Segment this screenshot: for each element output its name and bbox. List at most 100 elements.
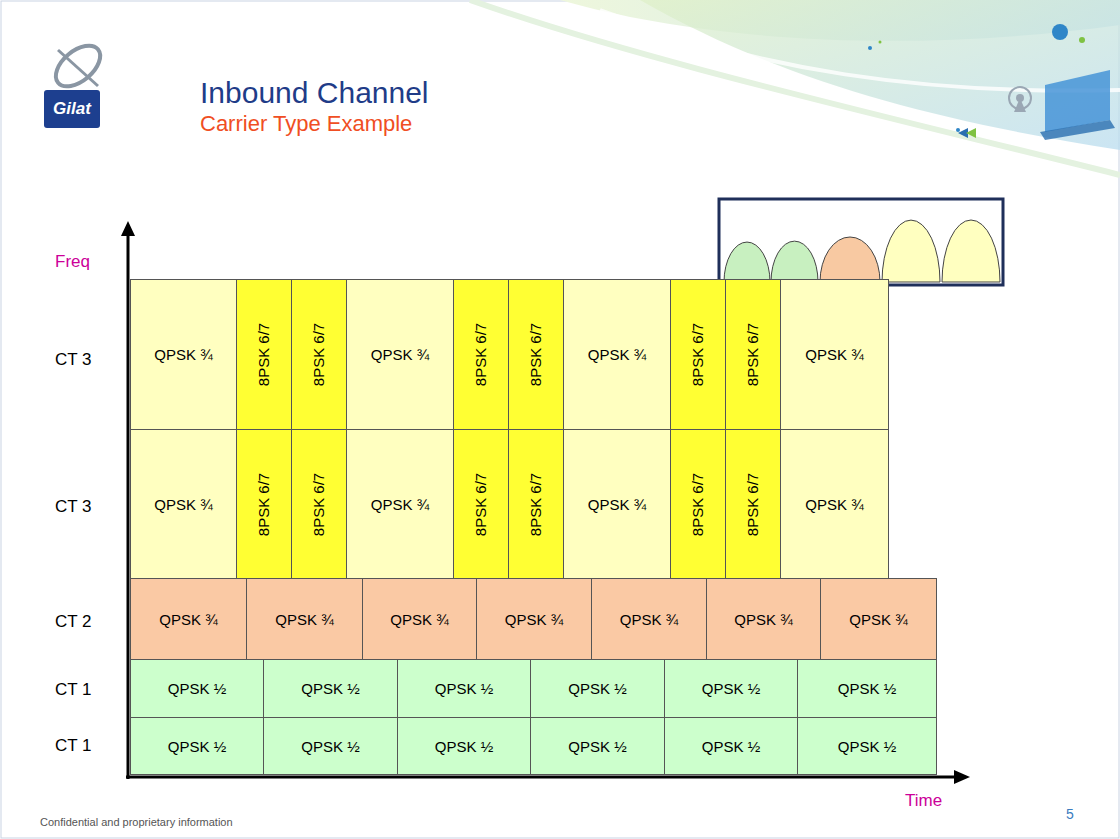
modulation-text: QPSK ¾ [275, 612, 333, 627]
carrier-slot: QPSK ½ [797, 659, 937, 718]
decor-dot [879, 41, 882, 44]
freq-axis-arrow [121, 221, 135, 236]
modulation-text: QPSK ¾ [588, 497, 646, 512]
carrier-slot: QPSK ½ [664, 659, 798, 718]
carrier-slot: QPSK ¾ [130, 429, 237, 579]
modulation-text: 8PSK 6/7 [746, 472, 761, 535]
row-label: CT 1 [55, 681, 92, 700]
carrier-spectrum [771, 241, 818, 282]
logo-ring [48, 38, 107, 94]
carrier-spectrum [820, 237, 880, 282]
carrier-spectrum [724, 242, 770, 282]
carrier-slot-narrow: 8PSK 6/7 [725, 429, 781, 579]
carrier-slot-narrow: 8PSK 6/7 [670, 279, 726, 430]
axis-label: Freq [55, 253, 90, 272]
decor-dot [956, 128, 960, 132]
footer-note: Confidential and proprietary information [40, 816, 233, 828]
antenna-icon [1014, 98, 1026, 112]
carrier-slot: QPSK ½ [130, 659, 264, 718]
modulation-text: 8PSK 6/7 [746, 323, 761, 386]
modulation-text: QPSK ¾ [505, 612, 563, 627]
modulation-text: QPSK ¾ [734, 612, 792, 627]
modulation-text: QPSK ¾ [849, 612, 907, 627]
carrier-slot-narrow: 8PSK 6/7 [291, 279, 347, 430]
carrier-slot: QPSK ¾ [820, 578, 937, 660]
modulation-text: 8PSK 6/7 [257, 472, 272, 535]
modulation-text: QPSK ½ [838, 739, 896, 754]
decor-dot [868, 46, 872, 50]
carrier-slot: QPSK ½ [397, 717, 531, 775]
row-label: CT 3 [55, 351, 92, 370]
carrier-slot: QPSK ¾ [130, 578, 247, 660]
modulation-text: QPSK ½ [435, 681, 493, 696]
carrier-slot-narrow: 8PSK 6/7 [725, 279, 781, 430]
carrier-slot: QPSK ¾ [591, 578, 707, 660]
modulation-text: QPSK ½ [301, 681, 359, 696]
row-label: CT 1 [55, 737, 92, 756]
modulation-text: 8PSK 6/7 [312, 472, 327, 535]
modulation-text: QPSK ½ [435, 739, 493, 754]
modulation-text: QPSK ¾ [588, 347, 646, 362]
carrier-slot: QPSK ¾ [563, 429, 671, 579]
modulation-text: QPSK ¾ [371, 347, 429, 362]
row-label: CT 3 [55, 498, 92, 517]
carrier-slot: QPSK ½ [530, 659, 665, 718]
carrier-slot: QPSK ¾ [362, 578, 477, 660]
carrier-slot: QPSK ¾ [476, 578, 592, 660]
spectrum-inset [719, 199, 1003, 285]
time-axis [126, 776, 956, 779]
carrier-slot: QPSK ¾ [346, 429, 454, 579]
time-axis-arrow [954, 770, 970, 784]
modulation-text: QPSK ½ [702, 739, 760, 754]
modulation-text: 8PSK 6/7 [529, 323, 544, 386]
carrier-spectrum [882, 220, 940, 282]
carrier-slot-narrow: 8PSK 6/7 [236, 279, 292, 430]
header-swoosh [600, 10, 1120, 91]
modulation-text: QPSK ¾ [159, 612, 217, 627]
modulation-text: QPSK ¾ [620, 612, 678, 627]
modulation-text: 8PSK 6/7 [529, 472, 544, 535]
modulation-text: QPSK ¾ [154, 347, 212, 362]
carrier-slot-narrow: 8PSK 6/7 [670, 429, 726, 579]
modulation-text: QPSK ¾ [371, 497, 429, 512]
modulation-text: 8PSK 6/7 [474, 323, 489, 386]
carrier-slot-narrow: 8PSK 6/7 [508, 429, 564, 579]
carrier-slot: QPSK ½ [797, 717, 937, 775]
modulation-text: 8PSK 6/7 [474, 472, 489, 535]
row-label: CT 2 [55, 613, 92, 632]
modulation-text: QPSK ½ [838, 681, 896, 696]
carrier-slot: QPSK ¾ [780, 279, 889, 430]
modulation-text: QPSK ½ [702, 681, 760, 696]
carrier-slot: QPSK ¾ [346, 279, 454, 430]
slide-subtitle: Carrier Type Example [200, 112, 412, 136]
decor-dot [1079, 37, 1085, 43]
modulation-text: QPSK ½ [168, 739, 226, 754]
page-number: 5 [1066, 807, 1074, 822]
modulation-text: QPSK ¾ [805, 347, 863, 362]
carrier-slot: QPSK ¾ [246, 578, 363, 660]
carrier-slot-narrow: 8PSK 6/7 [236, 429, 292, 579]
logo-ring [58, 50, 98, 86]
modulation-text: 8PSK 6/7 [312, 323, 327, 386]
carrier-slot-narrow: 8PSK 6/7 [508, 279, 564, 430]
carrier-slot: QPSK ¾ [780, 429, 889, 579]
modulation-text: 8PSK 6/7 [257, 323, 272, 386]
carrier-slot: QPSK ½ [130, 717, 264, 775]
modulation-text: QPSK ¾ [154, 497, 212, 512]
carrier-slot: QPSK ½ [263, 659, 398, 718]
modulation-text: QPSK ½ [568, 681, 626, 696]
carrier-slot-narrow: 8PSK 6/7 [453, 279, 509, 430]
logo-text: Gilat [53, 100, 91, 119]
modulation-text: QPSK ¾ [805, 497, 863, 512]
carrier-slot: QPSK ½ [530, 717, 665, 775]
decor-dot [1052, 24, 1068, 40]
logo-box [44, 90, 100, 128]
modulation-text: QPSK ¾ [390, 612, 448, 627]
carrier-slot: QPSK ¾ [563, 279, 671, 430]
header-swoosh [470, 0, 1120, 175]
carrier-slot: QPSK ¾ [706, 578, 821, 660]
slide-title: Inbound Channel [200, 76, 429, 109]
carrier-slot-narrow: 8PSK 6/7 [291, 429, 347, 579]
modulation-text: 8PSK 6/7 [691, 472, 706, 535]
